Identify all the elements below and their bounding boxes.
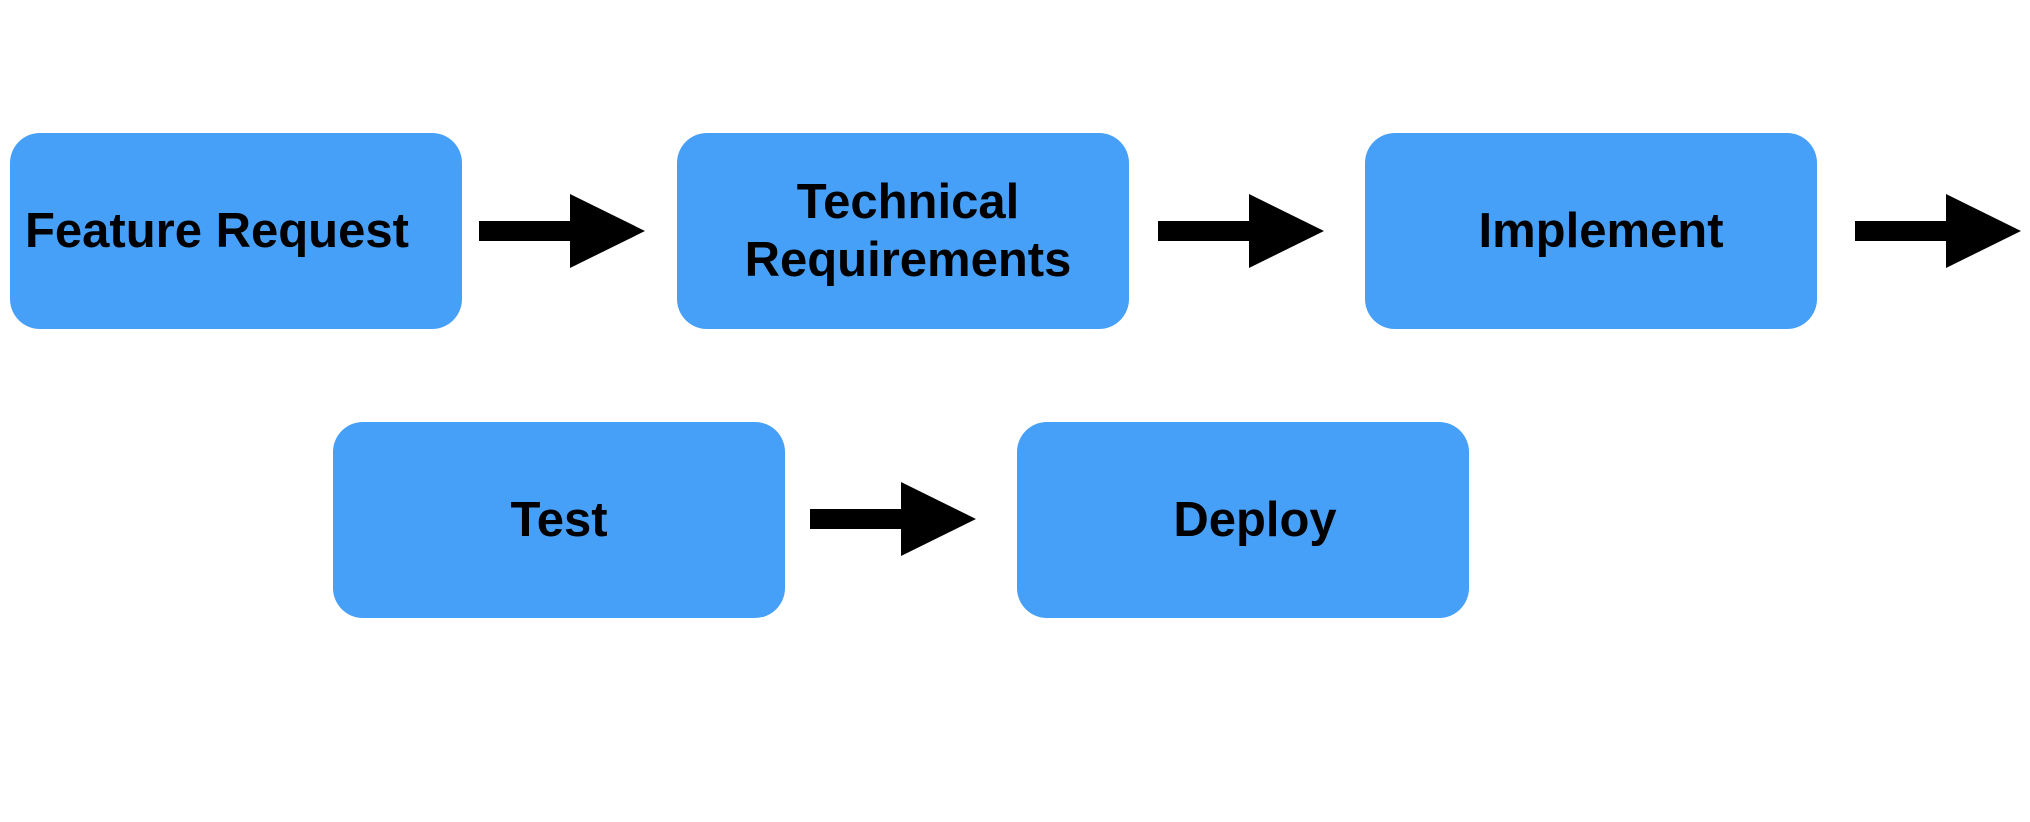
node-label: Implement: [1478, 204, 1724, 258]
node-label: Feature Request: [25, 204, 409, 258]
node-technical-requirements: Technical Requirements: [677, 133, 1129, 329]
node-feature-request: Feature Request: [10, 133, 462, 329]
right-arrow-icon: [479, 194, 645, 268]
right-arrow-icon: [1158, 194, 1324, 268]
right-arrow-icon: [810, 482, 976, 556]
node-implement: Implement: [1365, 133, 1817, 329]
right-arrow-icon: [1855, 194, 2021, 268]
node-label: Technical Requirements: [744, 175, 1072, 287]
node-test: Test: [333, 422, 785, 618]
node-label: Test: [510, 493, 608, 547]
node-deploy: Deploy: [1017, 422, 1469, 618]
node-label: Deploy: [1173, 493, 1337, 547]
